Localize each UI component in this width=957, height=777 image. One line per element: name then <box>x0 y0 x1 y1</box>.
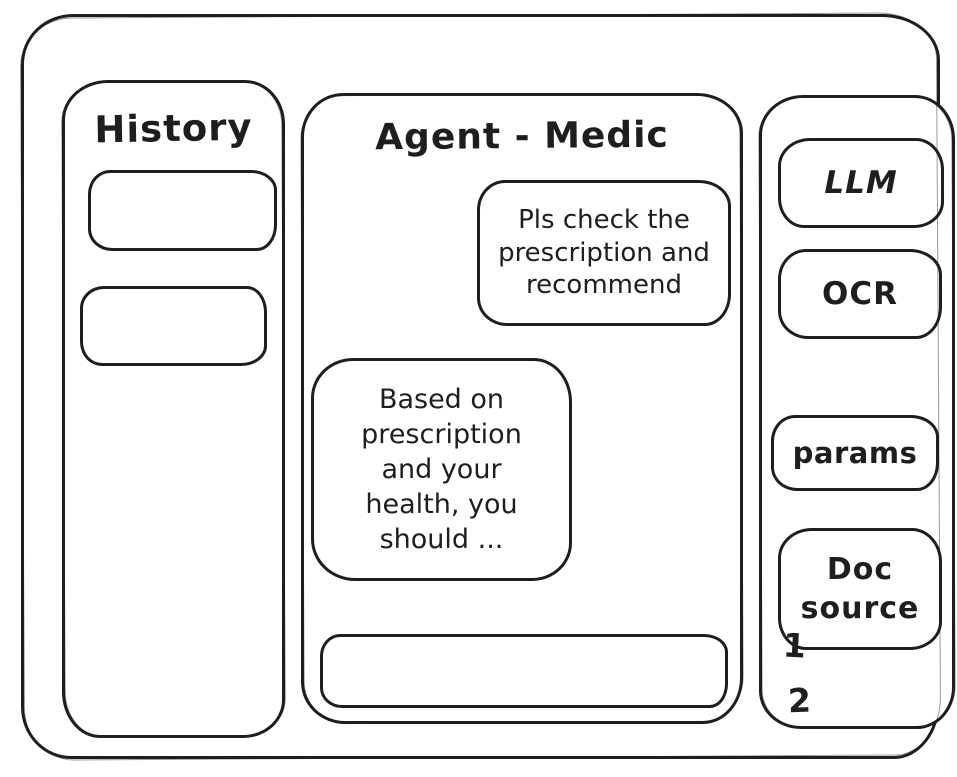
params-button[interactable]: params <box>771 415 939 491</box>
tools-panel: LLM OCR params Doc source 1 2 <box>759 95 955 729</box>
history-item[interactable] <box>80 286 267 366</box>
ocr-button[interactable]: OCR <box>778 249 942 339</box>
history-item[interactable] <box>88 170 277 251</box>
llm-button[interactable]: LLM <box>778 138 944 228</box>
doc-source-item[interactable]: 1 <box>781 625 807 666</box>
doc-source-button[interactable]: Doc source <box>778 528 942 650</box>
chat-input[interactable] <box>320 634 728 708</box>
chat-panel: Agent - Medic Pls check the prescription… <box>301 93 743 724</box>
history-panel: History <box>62 80 285 738</box>
app-window-frame: History Agent - Medic Pls check the pres… <box>21 14 955 759</box>
doc-source-item[interactable]: 2 <box>787 680 812 721</box>
user-message-text: Pls check the prescription and recommend <box>498 205 710 301</box>
chat-title: Agent - Medic <box>375 114 669 159</box>
assistant-message-text: Based on prescription and your health, y… <box>361 383 522 556</box>
history-title: History <box>94 105 253 152</box>
assistant-message-bubble: Based on prescription and your health, y… <box>311 358 572 581</box>
user-message-bubble: Pls check the prescription and recommend <box>477 180 731 326</box>
